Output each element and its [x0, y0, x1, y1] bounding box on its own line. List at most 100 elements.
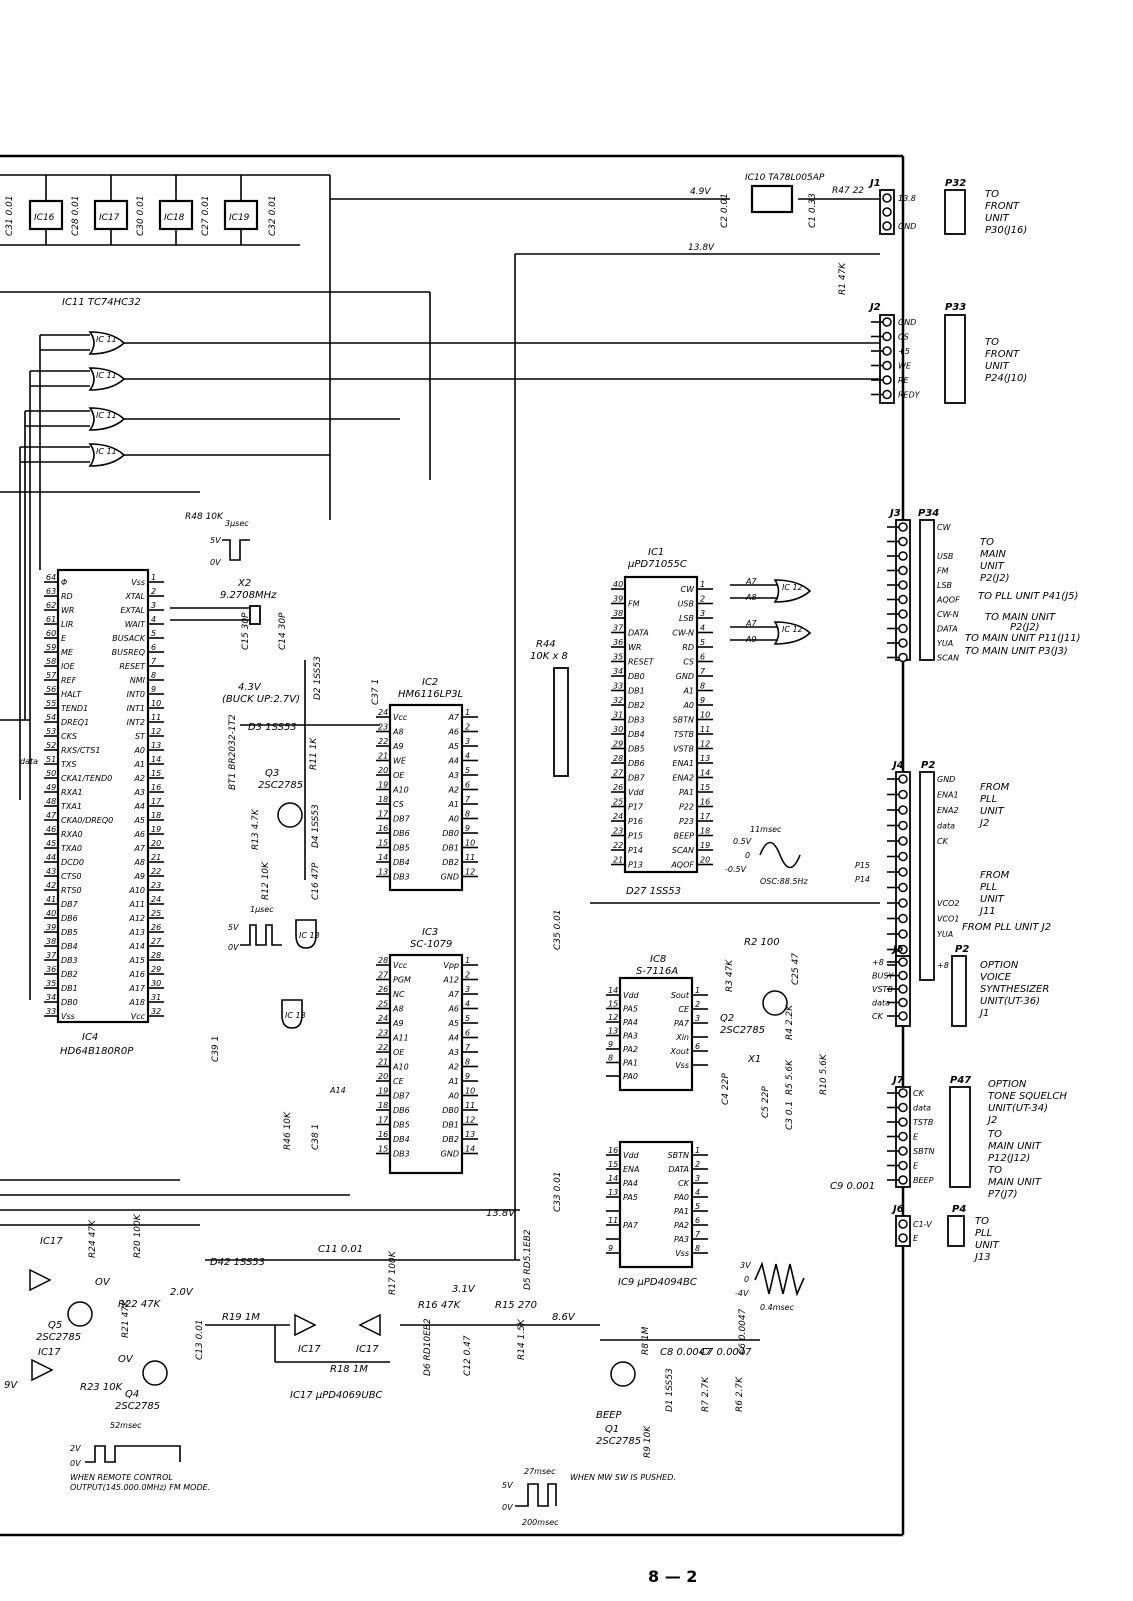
ic2-right-pin-num: 6	[465, 781, 470, 790]
j5-pin-label: CK	[872, 1012, 884, 1021]
ic1-right-pin-name: TSTB	[674, 730, 694, 739]
ic3-left-pin-name: DB3	[393, 1150, 410, 1159]
j3-pin-pad	[898, 565, 908, 576]
ic2-left-pin-name: DB6	[393, 829, 410, 838]
ic8-right-pin-name: Xin	[675, 1033, 689, 1042]
ic4-right-pin-name: BUSACK	[112, 634, 145, 643]
ic16-label: IC16	[34, 213, 55, 223]
r44-ref: R44	[536, 639, 556, 650]
x1-label: X1	[747, 1054, 761, 1065]
c9-label: C9 0.001	[830, 1181, 875, 1192]
ic2-right-pin-name: A2	[447, 786, 459, 795]
ic4-right-pin-num: 23	[151, 881, 161, 890]
ic10-label: IC10 TA78L005AP	[745, 173, 825, 183]
x2-freq: 9.2708MHz	[220, 590, 277, 601]
j4-pin-pad	[898, 805, 908, 815]
pulse-1us: 1μsec 5V 0V	[228, 905, 282, 952]
ic13a-label: IC 13	[299, 931, 320, 940]
ic12a-label: IC 12	[782, 583, 803, 592]
ic1-right-pin-name: RD	[682, 643, 694, 652]
ic4-right-pin-name: A13	[128, 928, 145, 937]
j7-pin-label: E	[913, 1162, 919, 1171]
d3-label: D3 1SS53	[248, 722, 297, 733]
p34-ref: P34	[918, 508, 939, 519]
j5-pin-label: BUSY	[872, 972, 894, 981]
j6-pin2: E	[913, 1234, 919, 1243]
p33-ref: P33	[945, 302, 966, 313]
j7-desc1-1: TONE SQUELCH	[988, 1091, 1067, 1102]
ic1-right-pin-name: LSB	[679, 614, 694, 623]
ic1-right-pin-num: 4	[700, 624, 705, 633]
ic4-left-pin-num: 48	[46, 797, 56, 806]
ic1-right-pin-num: 5	[700, 638, 705, 647]
j6-ref: J6	[891, 1204, 904, 1215]
ic1-left-pin-num: 38	[613, 609, 623, 618]
j7-desc2-2: P12(J12)	[988, 1153, 1030, 1164]
q2-ref: Q2	[720, 1013, 734, 1024]
j4-pin-label: VCO2	[937, 899, 959, 908]
q1-ref: Q1	[605, 1424, 619, 1435]
ic4-left-pin-num: 51	[46, 755, 56, 764]
ic4-left-pins: 64Φ63RD62WR61LIR60E59ME58IOE57REF56HALT5…	[44, 573, 113, 1021]
j3-pin-pad	[898, 551, 908, 561]
ic3-left-pin-num: 23	[378, 1029, 388, 1038]
j4-pin-pad	[898, 851, 908, 862]
ic1-left-pin-num: 25	[613, 798, 623, 807]
ic4-right-pin-name: A12	[128, 914, 145, 923]
ic4-right-pin-name: A11	[128, 900, 145, 909]
j2-pin-label: RE	[898, 376, 910, 385]
j7-desc3-0: TO	[988, 1165, 1002, 1176]
ic3-left-pin-num: 25	[378, 1000, 388, 1009]
j3-pin-label: DATA	[937, 625, 958, 634]
j7-pin-pad	[898, 1131, 908, 1142]
ic4-right-pin-num: 11	[151, 713, 161, 722]
ic3-left-pin-num: 17	[378, 1116, 389, 1125]
j7-desc1-3: J2	[986, 1115, 997, 1126]
r13-label: R13 4.7K	[251, 808, 261, 850]
ic4-right-pin-num: 3	[151, 601, 156, 610]
j2-pin-pad	[882, 389, 892, 400]
ic12-a7a: A7	[745, 577, 757, 586]
ic3-right-pin-name: DB1	[442, 1121, 459, 1130]
ic4-left-pin-num: 34	[46, 993, 56, 1002]
j4-desc1-0: FROM	[980, 782, 1010, 793]
ic8-left-pin-num: 13	[608, 1027, 618, 1036]
j3-ref: J3	[888, 508, 901, 519]
ic3-left-pin-name: A10	[392, 1063, 409, 1072]
ic4-right-pin-num: 13	[151, 741, 161, 750]
j4-pin-label: ENA2	[937, 806, 959, 815]
q4-ref: Q4	[125, 1389, 139, 1400]
j7-pin-pad	[898, 1117, 908, 1127]
ic9-right-pin-num: 8	[695, 1244, 700, 1253]
ic3-left-pin-name: PGM	[393, 976, 411, 985]
regulator-ic10: IC10 TA78L005AP 4.9V R47 22 C2 0.01 C1 0…	[688, 173, 864, 295]
ic3-right-pin-name: A6	[447, 1005, 459, 1014]
j5-desc-3: UNIT(UT-36)	[980, 996, 1040, 1007]
ic1-left-pin-num: 36	[613, 638, 623, 647]
d5-label: D5 RD5.1EB2	[523, 1229, 533, 1290]
osc-pos: 0.5V	[733, 837, 752, 846]
ic4-left-pin-num: 49	[46, 783, 56, 792]
j7-desc2-0: TO	[988, 1129, 1002, 1140]
j2-pin-label: WE	[898, 362, 912, 371]
ic2-right-pin-name: A1	[447, 800, 459, 809]
ic3-left-pin-name: OE	[393, 1048, 405, 1057]
beep-wave-period: 0.4msec	[760, 1303, 795, 1312]
ic3-left-pin-name: NC	[393, 990, 405, 999]
r20-label: R20 100K	[133, 1213, 143, 1258]
ic1-right-pin-num: 3	[700, 609, 705, 618]
ic4-right-pin-num: 20	[151, 839, 161, 848]
ic9-right-pin-name: PA1	[674, 1207, 689, 1216]
ic8-left-pin-name: PA2	[623, 1045, 638, 1054]
ic4-left-pin-num: 53	[46, 727, 56, 736]
r1-label: R1 47K	[838, 262, 848, 295]
ic11-gate3-label: IC 11	[96, 411, 117, 420]
ic1-ppi: IC1 μPD71055C 4039FM3837DATA36WR35RESET3…	[611, 547, 713, 874]
c5-label: C5 22P	[761, 1086, 771, 1118]
j7-desc3-2: P7(J7)	[988, 1189, 1018, 1200]
ic4-right-pin-name: INT0	[127, 690, 145, 699]
j7-pin-label: TSTB	[913, 1118, 933, 1127]
p15-label: P15	[855, 861, 870, 870]
d27-diode: D27 1SS53 C35 0.01	[553, 886, 880, 950]
